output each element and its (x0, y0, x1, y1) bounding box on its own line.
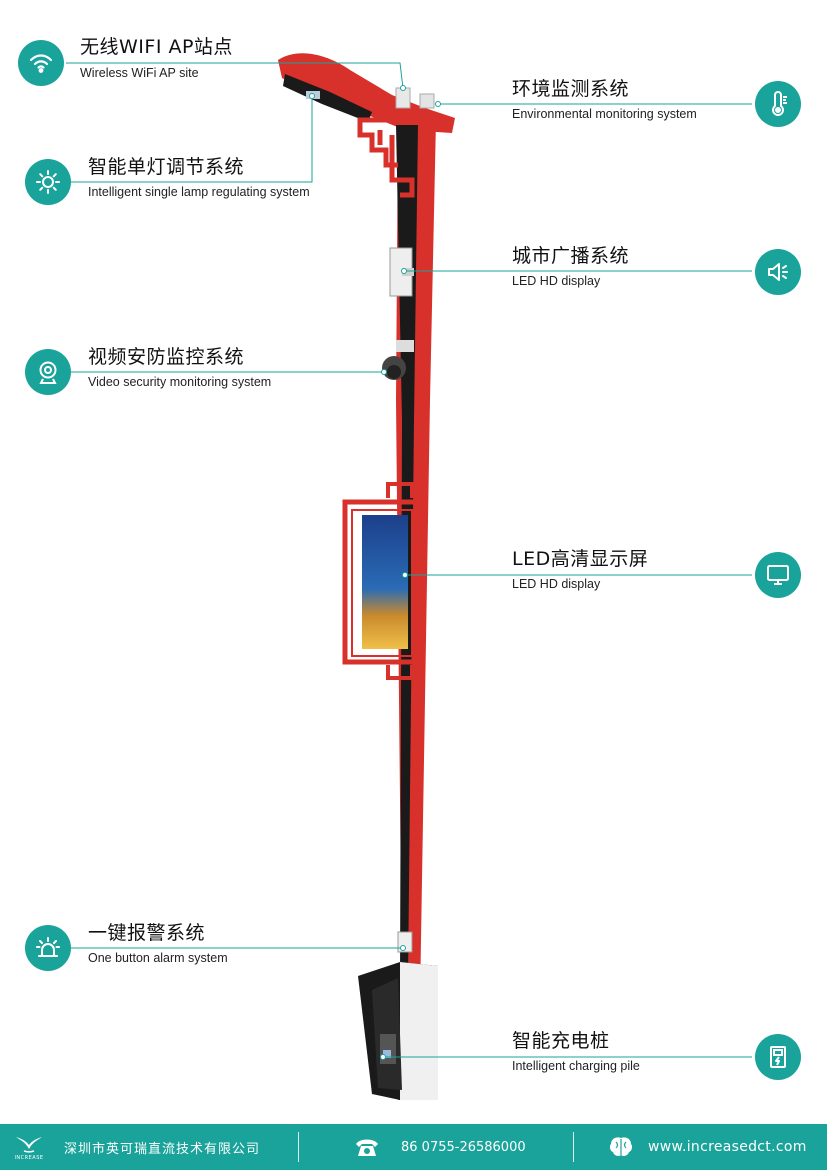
feature-title: 视频安防监控系统 (88, 346, 245, 368)
telephone-icon (354, 1124, 380, 1170)
wifi-icon (18, 40, 64, 86)
feature-subtitle: Environmental monitoring system (512, 107, 697, 121)
alarm-light-icon (25, 925, 71, 971)
feature-title: 智能单灯调节系统 (88, 156, 245, 178)
feature-title: 无线WIFI AP站点 (80, 36, 233, 58)
feature-subtitle: Video security monitoring system (88, 375, 272, 389)
lamp-head (283, 74, 372, 122)
logo-text: INCREASE (14, 1155, 44, 1161)
feature-subtitle: Wireless WiFi AP site (80, 66, 199, 80)
lattice-top (357, 117, 415, 198)
leader-lamp (70, 96, 313, 183)
company-logo: INCREASE (14, 1124, 44, 1170)
feature-title: LED高清显示屏 (512, 548, 649, 570)
bird-logo-icon (16, 1137, 42, 1153)
feature-subtitle: One button alarm system (88, 951, 228, 965)
charging-station-icon (755, 1034, 801, 1080)
feature-label-broadcast: 城市广播系统 LED HD display (512, 245, 629, 288)
feature-label-alarm: 一键报警系统 One button alarm system (88, 922, 228, 965)
footer-bar: INCREASE 深圳市英可瑞直流技术有限公司 86 0755-26586000… (0, 1124, 827, 1170)
divider (573, 1132, 574, 1162)
camera-mount (396, 340, 414, 352)
feature-label-video: 视频安防监控系统 Video security monitoring syste… (88, 346, 271, 389)
feature-title: 一键报警系统 (88, 922, 206, 944)
lamp-sun-icon (25, 159, 71, 205)
env-sensor-2 (419, 93, 435, 109)
feature-title: 城市广播系统 (512, 245, 630, 267)
speaker-icon (755, 249, 801, 295)
led-frame (342, 482, 420, 680)
feature-label-lamp: 智能单灯调节系统 Intelligent single lamp regulat… (88, 156, 310, 199)
feature-subtitle: LED HD display (512, 274, 601, 288)
company-name: 深圳市英可瑞直流技术有限公司 (64, 1141, 261, 1157)
leader-lines (66, 62, 752, 1060)
lamp-arm (278, 53, 455, 133)
webcam-icon (25, 349, 71, 395)
led-screen (362, 515, 408, 649)
website-link[interactable]: www.increasedct.com (648, 1139, 807, 1155)
feature-title: 智能充电桩 (512, 1030, 610, 1052)
smart-pole-illustration (278, 53, 455, 1100)
feature-label-charging: 智能充电桩 Intelligent charging pile (512, 1030, 640, 1073)
feature-title: 环境监测系统 (512, 78, 630, 100)
feature-label-led: LED高清显示屏 LED HD display (512, 548, 648, 591)
monitor-icon (755, 552, 801, 598)
feature-subtitle: Intelligent charging pile (512, 1059, 640, 1073)
divider (298, 1132, 299, 1162)
thermometer-icon (755, 81, 801, 127)
feature-subtitle: LED HD display (512, 577, 601, 591)
feature-label-wifi: 无线WIFI AP站点 Wireless WiFi AP site (80, 36, 233, 80)
brain-icon (608, 1124, 634, 1170)
feature-label-env: 环境监测系统 Environmental monitoring system (512, 78, 697, 121)
phone-number[interactable]: 86 0755-26586000 (401, 1139, 526, 1155)
feature-subtitle: Intelligent single lamp regulating syste… (88, 185, 310, 199)
leader-wifi (66, 62, 404, 89)
